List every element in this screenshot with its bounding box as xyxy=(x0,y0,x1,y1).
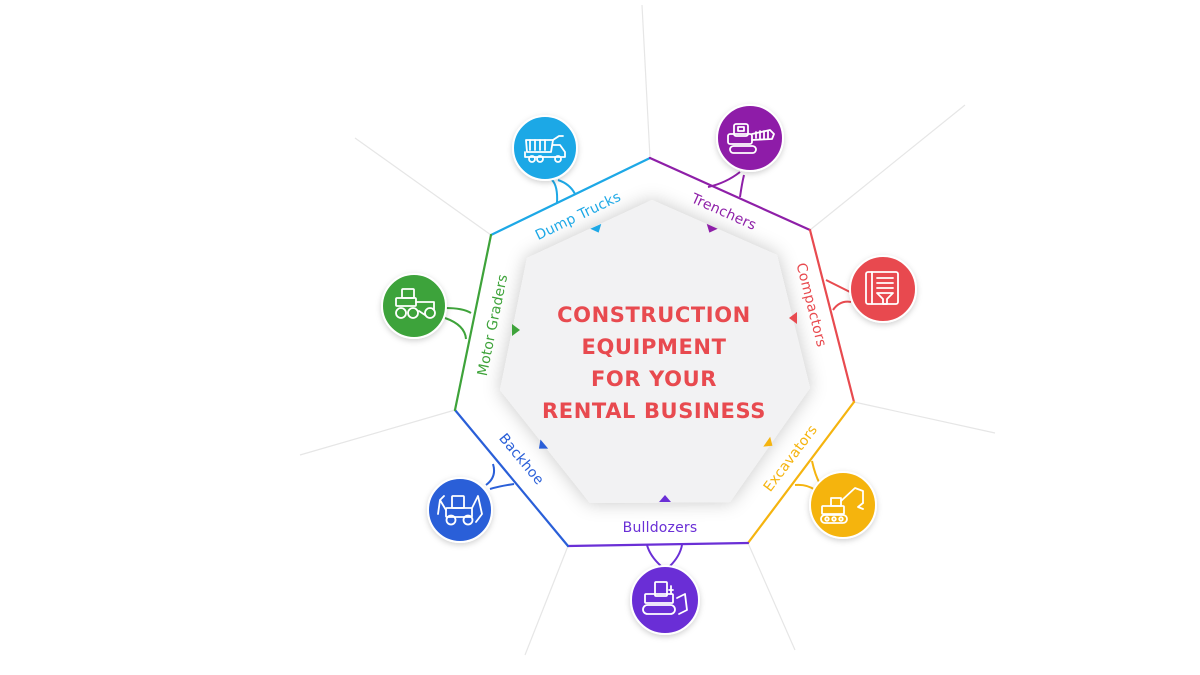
title-line-3: FOR YOUR xyxy=(591,367,717,391)
background-spokes xyxy=(299,4,996,656)
node-circle xyxy=(427,477,493,543)
marker-excavators xyxy=(763,436,773,447)
node-trenchers xyxy=(716,104,784,172)
outline-bulldozers xyxy=(566,541,750,548)
node-circle xyxy=(630,565,700,635)
title-line-1: CONSTRUCTION xyxy=(557,303,751,327)
outline-backhoe xyxy=(453,408,570,548)
center-heptagon xyxy=(500,200,810,503)
node-motor-graders xyxy=(381,273,447,339)
title-line-4: RENTAL BUSINESS xyxy=(542,399,766,423)
connector-trenchers xyxy=(707,171,745,198)
marker-trenchers xyxy=(706,223,718,233)
node-circle xyxy=(809,471,877,539)
node-dump-trucks xyxy=(512,115,578,181)
marker-compactors xyxy=(789,312,797,324)
connectors xyxy=(444,171,852,567)
label-bulldozers: Bulldozers xyxy=(623,520,698,536)
connector-bulldozers xyxy=(646,544,683,567)
node-compactors xyxy=(849,255,917,323)
marker-dump-trucks xyxy=(590,223,602,233)
dump-truck-icon xyxy=(524,135,566,163)
title-line-2: EQUIPMENT xyxy=(582,335,727,359)
marker-motor-graders xyxy=(512,324,520,336)
motor-grader-icon xyxy=(395,288,436,319)
outline-trenchers xyxy=(648,156,812,232)
backhoe-icon xyxy=(437,495,483,526)
node-backhoe xyxy=(427,477,493,543)
outer-outline xyxy=(453,156,856,548)
edge-markers xyxy=(512,223,797,502)
connector-backhoe xyxy=(485,463,515,490)
node-bulldozers xyxy=(630,565,700,635)
marker-bulldozers xyxy=(659,495,671,502)
node-circle xyxy=(849,255,917,323)
outline-dump-trucks xyxy=(489,156,652,237)
center-title: CONSTRUCTION EQUIPMENT FOR YOUR RENTAL B… xyxy=(542,303,766,423)
trencher-icon xyxy=(727,123,775,154)
outline-excavators xyxy=(746,400,856,545)
excavator-icon xyxy=(820,487,864,524)
connector-dump-trucks xyxy=(551,179,576,204)
marker-backhoe xyxy=(538,439,549,449)
outline-compactors xyxy=(808,228,856,404)
node-excavators xyxy=(809,471,877,539)
node-circle xyxy=(716,104,784,172)
outline-motor-graders xyxy=(453,233,493,412)
connector-motor-graders xyxy=(444,307,472,340)
compactor-icon xyxy=(865,271,899,305)
bulldozer-icon xyxy=(642,581,688,615)
connector-compactors xyxy=(825,279,852,311)
